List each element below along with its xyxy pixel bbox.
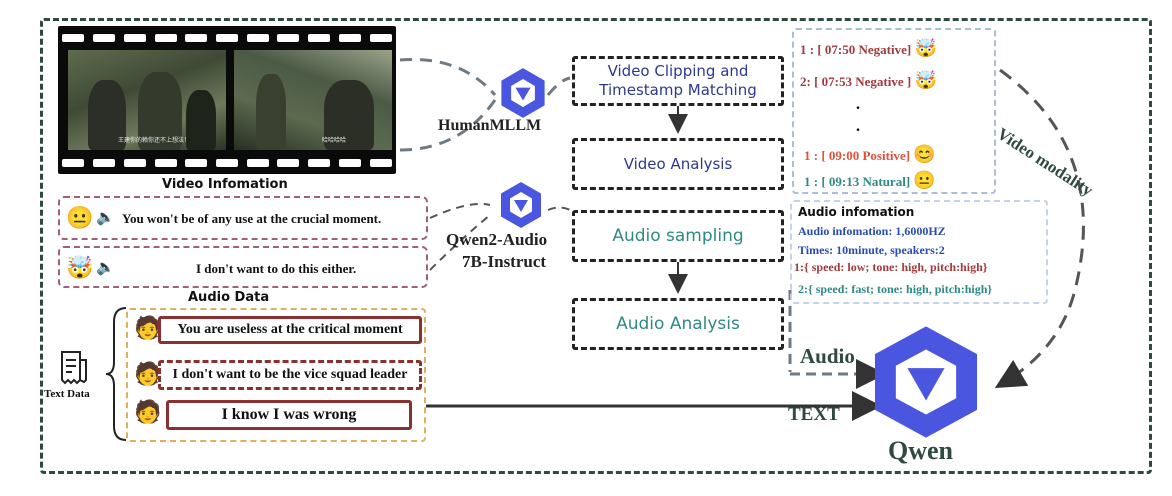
qwen-label: Qwen — [888, 436, 953, 465]
exploding-head-icon: 🤯 — [66, 255, 94, 280]
exploding-head-icon: 🤯 — [914, 70, 937, 90]
audio-analysis-box: Audio Analysis — [572, 298, 784, 350]
neutral-face-icon: 😐 — [913, 170, 936, 190]
audio-analysis-label: Audio Analysis — [616, 313, 740, 334]
audio-item-2: 🤯 🔈 I don't want to do this either. — [58, 246, 428, 288]
receipt-icon — [58, 350, 88, 386]
video-clipping-box: Video Clipping and Timestamp Matching — [572, 56, 784, 106]
film-perforations-top — [58, 31, 396, 45]
video-analysis-label: Video Analysis — [623, 154, 733, 173]
video-still-1: 王建你的赖你还不上想法！ — [68, 50, 226, 150]
audio-sampling-label: Audio sampling — [612, 225, 744, 246]
video-clipping-label: Video Clipping and Timestamp Matching — [599, 62, 757, 99]
audio-info-line-1: Audio infomation: 1,6000HZ — [798, 224, 946, 238]
text-data-box — [126, 308, 426, 442]
audio-item-1: 😐 🔈 You won't be of any use at the cruci… — [58, 196, 428, 240]
audio-caption: Audio Data — [188, 290, 270, 305]
qwen-audio-label-2: 7B-Instruct — [462, 252, 547, 271]
audio-info-line-3: 1:{ speed: low; tone: high, pitch:high} — [794, 260, 988, 274]
timestamp-1: 1 : [ 07:50 Negative] 🤯 — [800, 38, 937, 58]
humanmllm-label: HumanMLLM — [438, 117, 542, 134]
text-data-caption: Text Data — [44, 388, 90, 400]
person-icon: 🧑 — [134, 361, 162, 386]
text-item-1: You are useless at the critical moment — [158, 316, 422, 344]
video-analysis-box: Video Analysis — [572, 138, 784, 190]
timestamp-2: 2: [ 07:53 Negative ] 🤯 — [800, 70, 937, 90]
neutral-face-icon: 😐 — [66, 205, 94, 230]
audio-flow-label: Audio — [800, 344, 855, 368]
humanmllm-logo-icon — [496, 66, 550, 120]
ellipsis-dot-2: . — [856, 118, 860, 135]
qwen-audio-label-1: Qwen2-Audio — [446, 230, 548, 249]
video-caption: Video Infomation — [162, 177, 288, 192]
film-perforations-bottom — [58, 156, 396, 170]
audio-info-line-4: 2:{ speed: fast; tone: high, pitch:high} — [798, 282, 993, 296]
audio-info-title: Audio infomation — [798, 205, 915, 219]
video-subtitle-1: 王建你的赖你还不上想法！ — [118, 137, 191, 144]
qwen-audio-logo-icon — [496, 180, 546, 230]
speaker-icon: 🔈 — [96, 260, 115, 276]
ellipsis-dot-1: . — [856, 96, 860, 113]
exploding-head-icon: 🤯 — [914, 38, 937, 58]
brace — [104, 306, 128, 442]
person-icon: 🧑 — [134, 399, 162, 424]
text-item-2: I don't want to be the vice squad leader — [158, 360, 422, 390]
timestamp-box — [792, 28, 996, 194]
smiling-face-icon: 😊 — [913, 144, 936, 164]
speaker-icon: 🔈 — [96, 210, 115, 226]
video-subtitle-2: 哈哈哈哈 — [322, 137, 347, 144]
audio-item-1-text: You won't be of any use at the crucial m… — [122, 211, 382, 226]
timestamp-3: 1 : [ 09:00 Positive] 😊 — [804, 144, 936, 164]
audio-sampling-box: Audio sampling — [572, 210, 784, 262]
audio-info-box — [790, 200, 1048, 304]
video-filmstrip: 王建你的赖你还不上想法！ 哈哈哈哈 — [58, 26, 396, 174]
audio-info-line-2: Times: 10minute, speakers:2 — [798, 243, 945, 257]
timestamp-4: 1 : [ 09:13 Natural] 😐 — [804, 170, 936, 190]
audio-item-2-text: I don't want to do this either. — [196, 261, 357, 276]
diagram-frame — [40, 18, 1152, 474]
qwen-logo-icon — [866, 324, 986, 440]
text-item-3: I know I was wrong — [166, 400, 412, 430]
video-still-2: 哈哈哈哈 — [234, 50, 392, 150]
text-flow-label: TEXT — [788, 404, 840, 425]
person-icon: 🧑 — [134, 315, 162, 340]
